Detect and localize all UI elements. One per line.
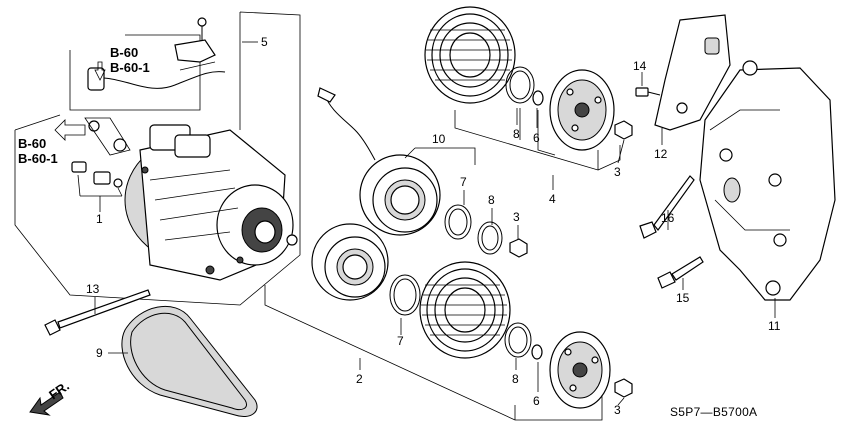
callout-10: 10 — [432, 132, 446, 146]
callout-1: 1 — [96, 212, 103, 226]
callout-8-middle: 8 — [488, 193, 495, 207]
pulley-lower — [419, 261, 511, 359]
bolt-16 — [639, 175, 695, 239]
callout-6-lower: 6 — [533, 394, 540, 408]
snap-ring-middle — [444, 204, 472, 240]
armature-plate-lower — [549, 331, 611, 409]
field-coil-lower — [311, 223, 389, 301]
callout-3-lower: 3 — [614, 403, 621, 417]
shim-lower — [531, 344, 543, 360]
callout-4: 4 — [549, 192, 556, 206]
wire-harness — [87, 17, 226, 91]
field-coil — [317, 87, 441, 236]
armature-plate-upper — [549, 69, 615, 151]
callout-14: 14 — [633, 59, 647, 73]
bracket-upper — [654, 14, 731, 131]
snap-ring-lower-right — [504, 322, 532, 358]
compressor-group-frame — [14, 11, 301, 306]
callout-3-upper: 3 — [614, 165, 621, 179]
relief-valve-part — [71, 161, 123, 188]
ring-middle — [477, 221, 503, 255]
callout-15: 15 — [676, 291, 690, 305]
nut-middle — [509, 238, 528, 258]
reference-arrow-top — [94, 61, 106, 81]
leader-lines — [77, 41, 776, 421]
callout-7-lower: 7 — [397, 334, 404, 348]
mounting-bracket — [699, 60, 836, 301]
callout-8-upper: 8 — [513, 127, 520, 141]
snap-ring-lower — [389, 274, 421, 316]
harness-clip-part — [84, 117, 131, 156]
shim-upper — [532, 90, 544, 106]
wiring-group-frame — [69, 34, 201, 111]
diagram-code: S5P7—B5700A — [670, 405, 757, 419]
compressor-body — [124, 124, 298, 281]
bolt-13 — [44, 289, 151, 336]
reference-top-line1: B-60 — [110, 45, 138, 60]
callout-12: 12 — [654, 147, 668, 161]
callout-13: 13 — [86, 282, 100, 296]
pulley-upper — [424, 6, 516, 104]
bolt-15 — [657, 256, 704, 289]
front-direction-arrow-icon — [29, 391, 64, 416]
nut-lower — [614, 378, 633, 398]
callout-3-middle: 3 — [513, 210, 520, 224]
bolt-14 — [635, 87, 661, 97]
reference-left-line1: B-60 — [18, 136, 46, 151]
callout-11: 11 — [768, 319, 781, 333]
callout-7-middle: 7 — [460, 175, 467, 189]
nut-upper — [614, 120, 633, 140]
callout-16: 16 — [661, 211, 675, 225]
reference-left-line2: B-60-1 — [18, 151, 58, 166]
callout-6-upper: 6 — [533, 131, 540, 145]
reference-arrow-left — [54, 119, 86, 141]
reference-top-line2: B-60-1 — [110, 60, 150, 75]
callout-8-lower: 8 — [512, 372, 519, 386]
snap-ring-upper — [505, 66, 535, 104]
callout-9: 9 — [96, 346, 103, 360]
callout-5: 5 — [261, 35, 268, 49]
drive-belt — [121, 305, 258, 417]
callout-2: 2 — [356, 372, 363, 386]
